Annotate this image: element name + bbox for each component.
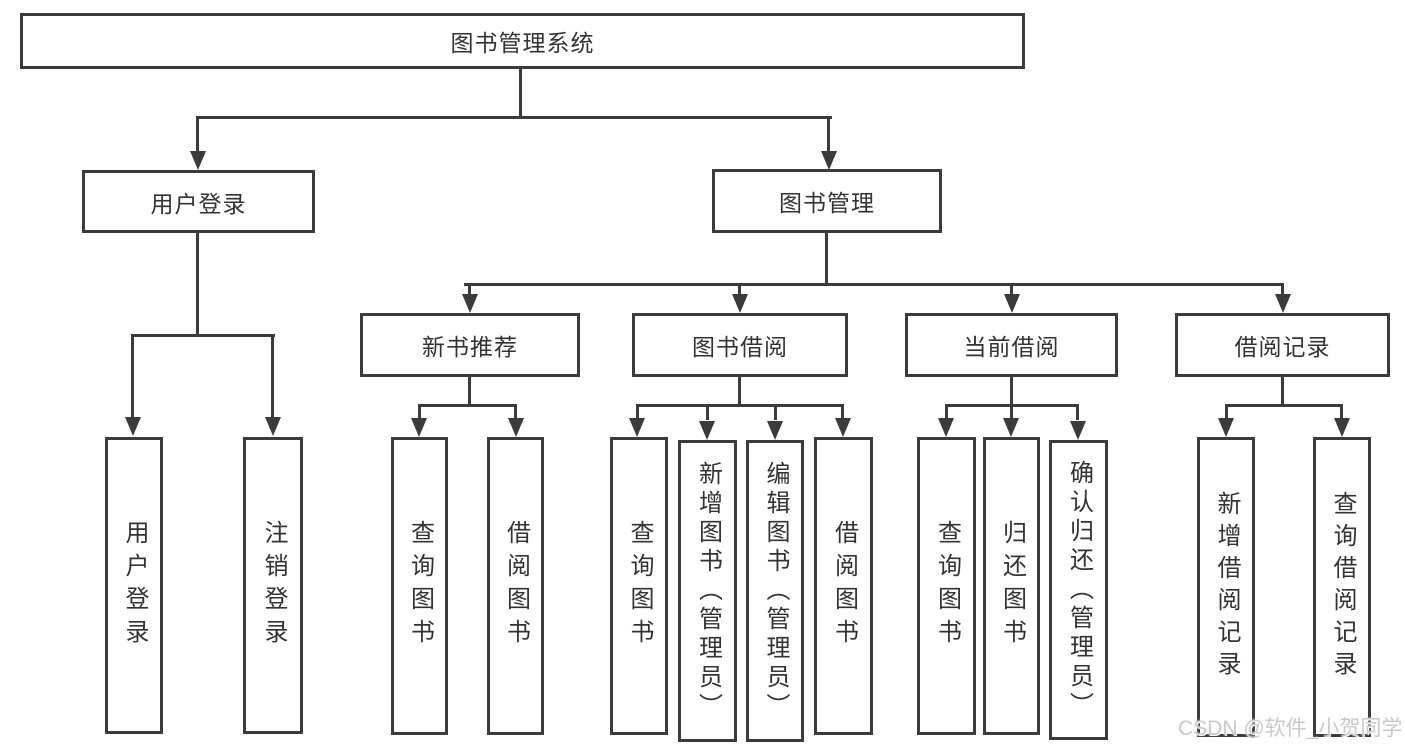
connector-drop (1010, 404, 1013, 420)
connector-drop (774, 404, 777, 420)
arrowhead-down-icon (767, 421, 783, 440)
connector-drop (1076, 404, 1079, 420)
arrowhead-down-icon (732, 294, 748, 313)
leaf-borrow-query-books: 查询图书 (610, 437, 668, 735)
leaf-edit-books-admin: 编辑图书（管理员） (746, 440, 804, 742)
leaf-current-query-books: 查询图书 (917, 437, 976, 735)
leaf-logout: 注销登录 (243, 437, 303, 734)
arrowhead-down-icon (1003, 418, 1019, 437)
leaf-add-books-admin: 新增图书（管理员） (678, 440, 737, 742)
connector-drop (131, 334, 134, 419)
leaf-recommend-borrow-books: 借阅图书 (487, 437, 544, 735)
connector-drop (1340, 404, 1343, 420)
arrowhead-down-icon (1218, 418, 1234, 437)
connector-drop (1010, 283, 1013, 296)
arrowhead-down-icon (265, 417, 281, 436)
arrowhead-down-icon (508, 418, 524, 437)
connector-drop (1281, 283, 1284, 296)
connector-bar (131, 334, 275, 337)
leaf-confirm-return-admin: 确认归还（管理员） (1049, 440, 1108, 740)
leaf-return-books: 归还图书 (983, 437, 1040, 735)
arrowhead-down-icon (125, 417, 141, 436)
connector-drop (418, 404, 421, 420)
connector-drop (468, 377, 471, 407)
leaf-add-borrow-record: 新增借阅记录 (1197, 437, 1255, 737)
connector-bar (418, 404, 517, 407)
arrowhead-down-icon (1334, 418, 1350, 437)
node-root-system: 图书管理系统 (20, 13, 1025, 69)
connector-l2-bar (196, 116, 832, 119)
node-new-book-recommend: 新书推荐 (360, 313, 580, 377)
connector-drop (841, 404, 844, 420)
connector-drop (196, 116, 199, 154)
arrowhead-down-icon (835, 418, 851, 437)
connector-bar (1225, 404, 1343, 407)
arrowhead-down-icon (411, 418, 427, 437)
connector-drop (1281, 377, 1284, 407)
arrowhead-down-icon (938, 418, 954, 437)
connector-drop (706, 404, 709, 420)
connector-bar (636, 404, 844, 407)
arrowhead-down-icon (190, 151, 206, 170)
node-user-login: 用户登录 (82, 170, 315, 233)
connector-drop (271, 334, 274, 419)
connector-drop (468, 283, 471, 296)
leaf-user-login: 用户登录 (105, 437, 163, 734)
connector-root-drop (519, 69, 522, 119)
connector-drop (1010, 377, 1013, 407)
arrowhead-down-icon (629, 418, 645, 437)
connector-drop (738, 377, 741, 407)
connector-drop (827, 116, 830, 154)
leaf-borrow-books: 借阅图书 (814, 437, 873, 735)
leaf-recommend-query-books: 查询图书 (391, 437, 448, 735)
node-book-management: 图书管理 (712, 169, 942, 233)
connector-drop (825, 233, 828, 286)
connector-drop (196, 233, 199, 337)
csdn-watermark: CSDN @软件_小贺同学 (1178, 717, 1403, 740)
connector-drop (738, 283, 741, 296)
arrowhead-down-icon (821, 151, 837, 170)
arrowhead-down-icon (1070, 421, 1086, 440)
connector-drop (1225, 404, 1228, 420)
node-current-borrow: 当前借阅 (905, 313, 1118, 377)
node-book-borrow: 图书借阅 (632, 313, 848, 377)
connector-drop (514, 404, 517, 420)
node-borrow-records: 借阅记录 (1175, 313, 1390, 377)
arrowhead-down-icon (462, 294, 478, 313)
arrowhead-down-icon (699, 421, 715, 440)
arrowhead-down-icon (1004, 294, 1020, 313)
connector-drop (636, 404, 639, 420)
leaf-query-borrow-record: 查询借阅记录 (1313, 437, 1371, 737)
connector-l3-bar (464, 283, 1284, 286)
arrowhead-down-icon (1275, 294, 1291, 313)
connector-drop (945, 404, 948, 420)
